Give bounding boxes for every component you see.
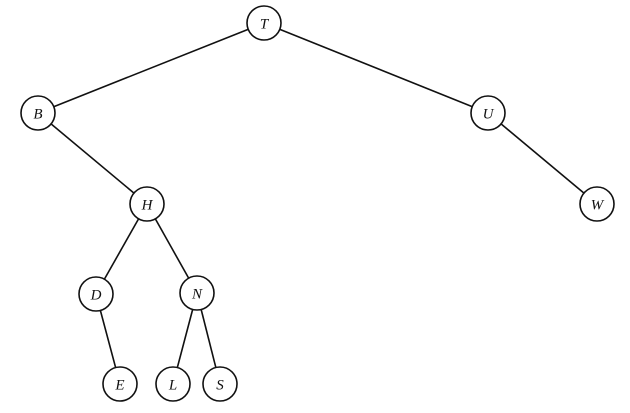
node-label-E: E <box>114 377 124 393</box>
node-label-U: U <box>483 106 495 122</box>
edge-T-B <box>37 22 265 114</box>
node-label-T: T <box>260 16 270 32</box>
node-circle-T <box>246 5 282 41</box>
node-circle-L <box>155 366 191 402</box>
node-circle-B <box>20 95 56 131</box>
node-label-H: H <box>141 197 154 213</box>
node-label-W: W <box>591 197 605 213</box>
node-W: W <box>579 186 615 222</box>
node-circle-S <box>202 366 238 402</box>
edge-B-H <box>37 112 148 205</box>
node-circle-W <box>579 186 615 222</box>
node-label-D: D <box>90 287 102 303</box>
node-label-L: L <box>168 377 177 393</box>
node-E: E <box>102 366 138 402</box>
node-T: T <box>246 5 282 41</box>
node-circle-D <box>78 276 114 312</box>
node-U: U <box>470 95 506 131</box>
node-circle-N <box>179 275 215 311</box>
node-circle-E <box>102 366 138 402</box>
node-H: H <box>129 186 165 222</box>
node-L: L <box>155 366 191 402</box>
node-N: N <box>179 275 215 311</box>
node-label-N: N <box>191 286 203 302</box>
node-circle-H <box>129 186 165 222</box>
node-D: D <box>78 276 114 312</box>
edge-U-W <box>487 112 598 205</box>
node-S: S <box>202 366 238 402</box>
node-circle-U <box>470 95 506 131</box>
node-label-S: S <box>216 377 224 393</box>
node-B: B <box>20 95 56 131</box>
edge-T-U <box>263 22 489 114</box>
node-label-B: B <box>33 106 42 122</box>
